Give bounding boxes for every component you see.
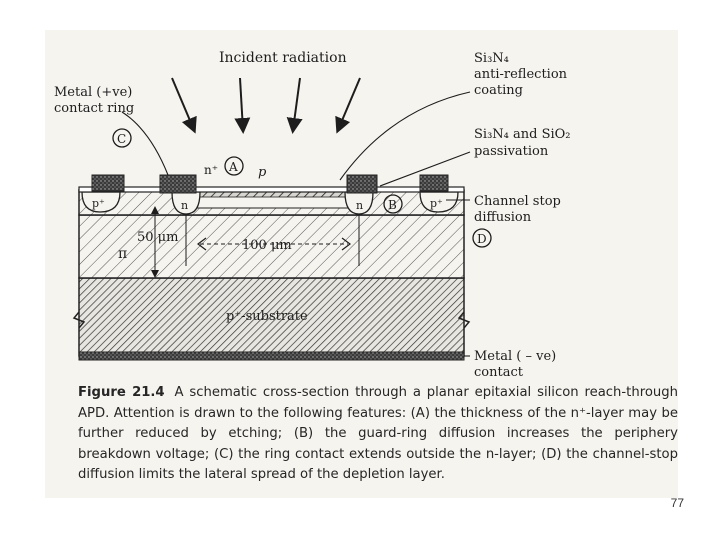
guard-ring-right [344, 191, 374, 215]
si3n4-label-line1: Si₃N₄ [474, 51, 509, 66]
p-layer-label: p [258, 165, 267, 180]
break-mark-left [72, 311, 86, 329]
metal-positive-label-line1: Metal (+ve) [54, 85, 132, 100]
p-plus-left-label: p⁺ [92, 197, 105, 210]
passivation-label-line1: Si₃N₄ and SiO₂ [474, 127, 571, 142]
radiation-arrow [286, 77, 303, 134]
n-plus-layer [184, 191, 356, 198]
metal-negative-label-line2: contact [474, 365, 524, 380]
p-plus-substrate [78, 277, 465, 357]
page-number: 77 [670, 496, 684, 510]
marker-c: C [112, 128, 132, 148]
dimension-100um-arrow-right [341, 237, 351, 251]
metal-contact-right-outer [419, 174, 449, 192]
svg-text:C: C [117, 132, 126, 146]
metal-contact-ring-right [346, 174, 378, 194]
channel-stop-right [419, 191, 459, 213]
leader-si3n4-arc [339, 91, 471, 181]
radiation-arrow [335, 77, 361, 134]
n-guard-right-label: n [356, 199, 363, 212]
figure-label: Figure 21.4 [78, 385, 165, 400]
si3n4-label-line3: coating [474, 83, 523, 98]
p-layer [184, 195, 356, 209]
radiation-arrow [171, 77, 197, 134]
marker-a: A [224, 156, 244, 176]
svg-text:A: A [228, 160, 238, 174]
si3n4-label-line2: anti-reflection [474, 67, 568, 82]
metal-contact-left-outer [91, 174, 125, 192]
leader-passivation [379, 151, 471, 187]
marker-b: B [383, 194, 403, 214]
metal-negative-label-line1: Metal ( – ve) [474, 349, 556, 364]
passivation-label-line2: passivation [474, 144, 549, 159]
passivation-layer [78, 186, 465, 193]
leader-metal-positive [121, 111, 169, 176]
n-guard-left-label: n [181, 199, 188, 212]
incident-radiation-label: Incident radiation [219, 50, 347, 66]
guard-ring-left [171, 191, 201, 215]
dim-100-label: 100 μm [242, 238, 292, 253]
caption-text: A schematic cross-section through a plan… [78, 385, 678, 483]
bottom-metal-contact [78, 351, 465, 361]
dim-50-label: 50 μm [137, 230, 178, 245]
dimension-100um-arrow-left [197, 237, 207, 251]
channel-stop-label-line1: Channel stop [474, 194, 561, 209]
figure-caption: Figure 21.4 A schematic cross-section th… [78, 383, 678, 486]
marker-d: D [472, 228, 492, 248]
svg-text:D: D [477, 232, 487, 246]
radiation-arrow [234, 77, 251, 134]
metal-positive-label-line2: contact ring [54, 101, 134, 116]
apd-cross-section-diagram: Incident radiation π 50 μm 100 μm p⁺-sub… [54, 50, 571, 380]
svg-text:B: B [388, 198, 397, 212]
leader-lines [121, 91, 471, 357]
substrate-label: p⁺-substrate [226, 309, 308, 324]
channel-stop-left [81, 191, 121, 213]
pi-region-label: π [118, 246, 127, 262]
channel-stop-label-line2: diffusion [474, 210, 532, 225]
p-plus-right-label: p⁺ [430, 197, 443, 210]
metal-contact-ring-left [159, 174, 197, 194]
radiation-arrows [171, 77, 361, 134]
n-plus-label: n⁺ [204, 163, 218, 177]
break-mark-right [457, 311, 471, 329]
